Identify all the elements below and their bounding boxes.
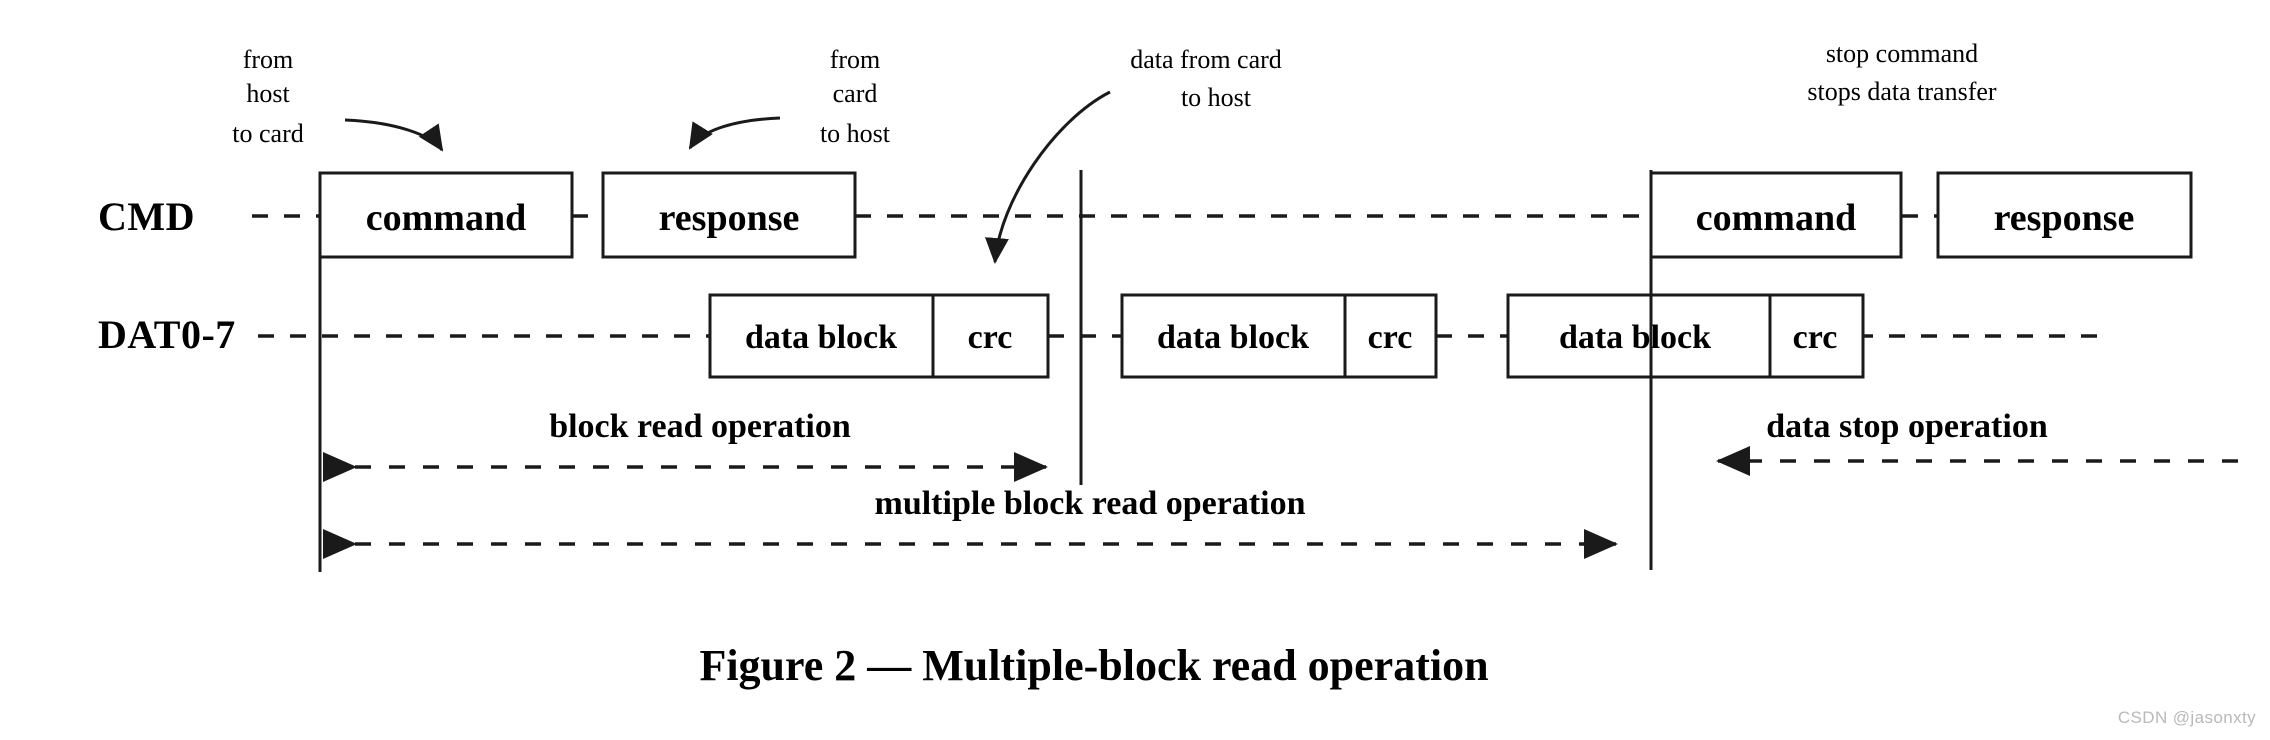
signal-label-dat: DAT0-7 [98,312,236,357]
box-label: response [1994,197,2135,239]
dat-block-1: data block crc [708,293,1050,379]
pointer-curve-data-to-host [984,90,1111,264]
box-outline [1649,171,1903,259]
dat-block-2: data block crc [1120,293,1438,379]
annotation-from-card-to-host: from card to host [820,45,891,148]
annotation-line: to host [1181,83,1252,112]
crc-outline [1768,293,1865,379]
box-label: response [659,197,800,239]
crc-outline [1343,293,1438,379]
cmd-block-command-1: command [318,171,574,259]
annotation-line: from [830,45,881,74]
annotation-line: to host [820,119,891,148]
data-block-label: data block [1157,319,1309,356]
pointer-curve-host-to-card [344,118,444,152]
dat-block-3: data block crc [1506,293,1865,379]
crc-label: crc [1793,319,1838,356]
cmd-block-response-1: response [601,171,857,259]
annotation-line: stop command [1826,39,1978,68]
annotation-line: to card [232,119,303,148]
crc-label: crc [1368,319,1413,356]
box-outline [601,171,857,259]
data-block-outline [1506,293,1772,379]
data-block-label: data block [745,319,897,356]
watermark: CSDN @jasonxty [2117,708,2256,727]
signal-label-cmd: CMD [98,194,195,239]
figure-caption: Figure 2 — Multiple-block read operation [699,641,1488,690]
crc-outline [931,293,1050,379]
annotation-line: stops data transfer [1807,77,1997,106]
annotation-from-host-to-card: from host to card [232,45,303,148]
annotation-stop-command: stop command stops data transfer [1807,39,1997,106]
data-block-label: data block [1559,319,1711,356]
box-label: command [366,197,526,239]
span-label-multiple-block-read: multiple block read operation [875,485,1306,522]
crc-label: crc [968,319,1013,356]
annotation-line: card [833,79,878,108]
annotation-line: data from card [1130,45,1282,74]
annotation-line: from [243,45,294,74]
box-label: command [1696,197,1856,239]
pointer-curve-card-to-host [688,116,781,150]
span-label-block-read: block read operation [549,408,851,445]
cmd-block-response-2: response [1936,171,2193,259]
cmd-block-command-2: command [1649,171,1903,259]
annotation-line: host [246,79,290,108]
span-label-data-stop: data stop operation [1766,408,2048,445]
annotation-data-from-card-to-host: data from card to host [1130,45,1282,112]
box-outline [1936,171,2193,259]
